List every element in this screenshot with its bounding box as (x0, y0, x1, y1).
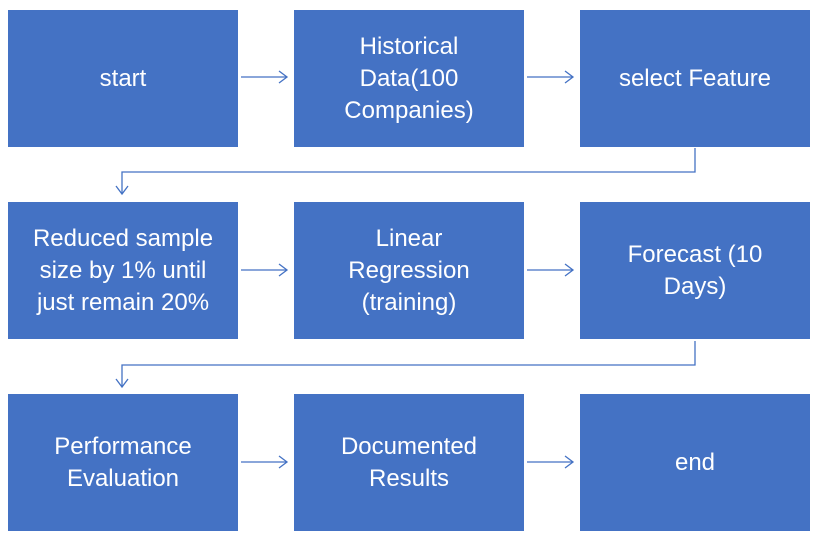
node-reduced-sample-label: Reduced sample size by 1% until just rem… (32, 224, 214, 316)
arrow-performance-evaluation-to-documented-results (241, 455, 289, 469)
node-documented-results-label: Documented Results (340, 432, 478, 492)
node-documented-results: Documented Results (294, 394, 524, 531)
node-linear-regression: Linear Regression (training) (294, 202, 524, 339)
arrow-select-feature-to-reduced-sample (115, 148, 696, 196)
node-reduced-sample: Reduced sample size by 1% until just rem… (8, 202, 238, 339)
arrow-reduced-sample-to-linear-regression (241, 263, 289, 277)
node-linear-regression-label: Linear Regression (training) (348, 224, 470, 316)
node-performance-evaluation-label: Performance Evaluation (54, 432, 192, 492)
arrow-linear-regression-to-forecast (527, 263, 575, 277)
node-select-feature: select Feature (580, 10, 810, 147)
node-forecast: Forecast (10 Days) (580, 202, 810, 339)
node-start: start (8, 10, 238, 147)
node-performance-evaluation: Performance Evaluation (8, 394, 238, 531)
node-end: end (580, 394, 810, 531)
node-start-label: start (99, 64, 147, 92)
arrow-historical-data-to-select-feature (527, 70, 575, 84)
arrow-forecast-to-performance-evaluation (115, 341, 696, 389)
node-forecast-label: Forecast (10 Days) (627, 240, 763, 300)
node-end-label: end (674, 448, 716, 476)
node-historical-data-label: Historical Data(100 Companies) (344, 32, 474, 124)
arrow-documented-results-to-end (527, 455, 575, 469)
arrow-start-to-historical-data (241, 70, 289, 84)
node-select-feature-label: select Feature (618, 64, 772, 92)
node-historical-data: Historical Data(100 Companies) (294, 10, 524, 147)
